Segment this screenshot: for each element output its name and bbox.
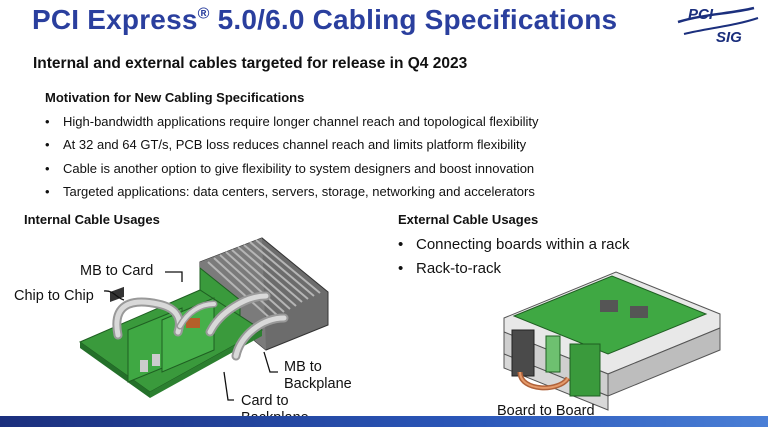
external-list: • Connecting boards within a rack • Rack-t…: [398, 233, 629, 281]
label-board-to-board: Board to Board: [497, 403, 595, 419]
bullet-text: Targeted applications: data centers, ser…: [63, 184, 535, 200]
external-bullet: • Rack-to-rack: [398, 257, 629, 281]
bullet-text: Connecting boards within a rack: [416, 236, 630, 253]
internal-cables: [112, 291, 289, 361]
pci-sig-logo: PCI SIG: [677, 6, 759, 44]
leader-lines: [103, 271, 278, 401]
slide-subtitle: Internal and external cables targeted fo…: [33, 55, 468, 72]
slide-title: PCI Express® 5.0/6.0 Cabling Specificati…: [32, 4, 617, 36]
internal-heading: Internal Cable Usages: [24, 212, 160, 227]
footer-bar: [0, 416, 768, 427]
bullet-dot: •: [45, 160, 50, 176]
title-rest: 5.0/6.0 Cabling Specifications: [209, 4, 618, 35]
label-chip-to-chip: Chip to Chip: [14, 288, 94, 304]
bullet-dot: •: [45, 184, 50, 200]
bullet-dot: •: [398, 236, 404, 253]
motivation-bullet: • Targeted applications: data centers, se…: [45, 180, 539, 203]
motivation-heading: Motivation for New Cabling Specification…: [45, 90, 305, 105]
motivation-bullet: • High-bandwidth applications require lon…: [45, 110, 539, 133]
label-mb-to-backplane-1: MB to: [284, 359, 322, 375]
bullet-dot: •: [45, 137, 50, 153]
bullet-dot: •: [45, 114, 50, 129]
motivation-bullet: • At 32 and 64 GT/s, PCB loss reduces cha…: [45, 133, 539, 156]
title-main: PCI Express: [32, 4, 198, 35]
motivation-bullet: • Cable is another option to give flexibi…: [45, 157, 539, 180]
label-card-to-backplane-1: Card to: [241, 393, 289, 409]
external-heading: External Cable Usages: [398, 212, 539, 227]
registered-mark: ®: [197, 5, 210, 23]
bullet-text: High-bandwidth applications require long…: [63, 114, 539, 129]
logo-sig-text: SIG: [716, 29, 742, 44]
bullet-text: Rack-to-rack: [416, 260, 502, 277]
server-illustration: [503, 271, 721, 411]
bullet-text: At 32 and 64 GT/s, PCB loss reduces chan…: [63, 137, 527, 153]
label-mb-to-card: MB to Card: [80, 263, 154, 279]
motivation-list: • High-bandwidth applications require lon…: [45, 110, 539, 204]
label-mb-to-backplane-2: Backplane: [284, 376, 352, 392]
bullet-text: Cable is another option to give flexibil…: [63, 160, 535, 176]
bullet-dot: •: [398, 260, 404, 277]
logo-pci-text: PCI: [688, 6, 714, 23]
external-bullet: • Connecting boards within a rack: [398, 233, 629, 257]
